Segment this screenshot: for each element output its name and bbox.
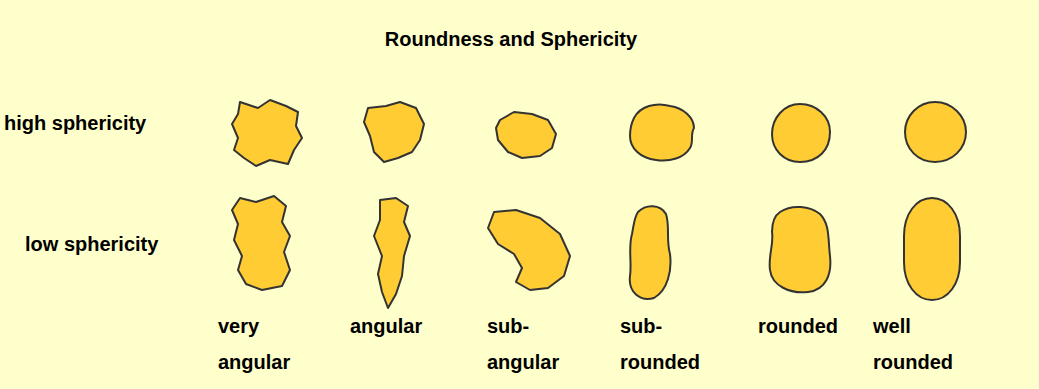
column-label: well rounded bbox=[873, 308, 953, 380]
grain-rounded-low bbox=[770, 207, 831, 292]
grain-very-angular-high bbox=[232, 100, 302, 166]
column-label: very angular bbox=[218, 308, 290, 380]
grain-well-rounded-high bbox=[905, 102, 966, 162]
grain-sub-rounded-high bbox=[630, 105, 694, 161]
column-label: sub- angular bbox=[487, 308, 559, 380]
column-label: sub- rounded bbox=[620, 308, 700, 380]
grain-very-angular-low bbox=[232, 196, 290, 290]
grain-sub-angular-high bbox=[496, 112, 556, 158]
grain-angular-high bbox=[364, 102, 424, 162]
grain-well-rounded-low bbox=[904, 198, 960, 300]
row-label: high sphericity bbox=[4, 112, 146, 135]
grain-sub-rounded-low bbox=[630, 206, 671, 299]
column-label: angular bbox=[350, 308, 422, 344]
grain-angular-low bbox=[374, 198, 410, 308]
grain-rounded-high bbox=[772, 104, 830, 162]
row-label: low sphericity bbox=[25, 233, 158, 256]
column-label: rounded bbox=[758, 308, 838, 344]
grain-sub-angular-low bbox=[488, 210, 570, 290]
diagram-title: Roundness and Sphericity bbox=[0, 28, 1022, 51]
